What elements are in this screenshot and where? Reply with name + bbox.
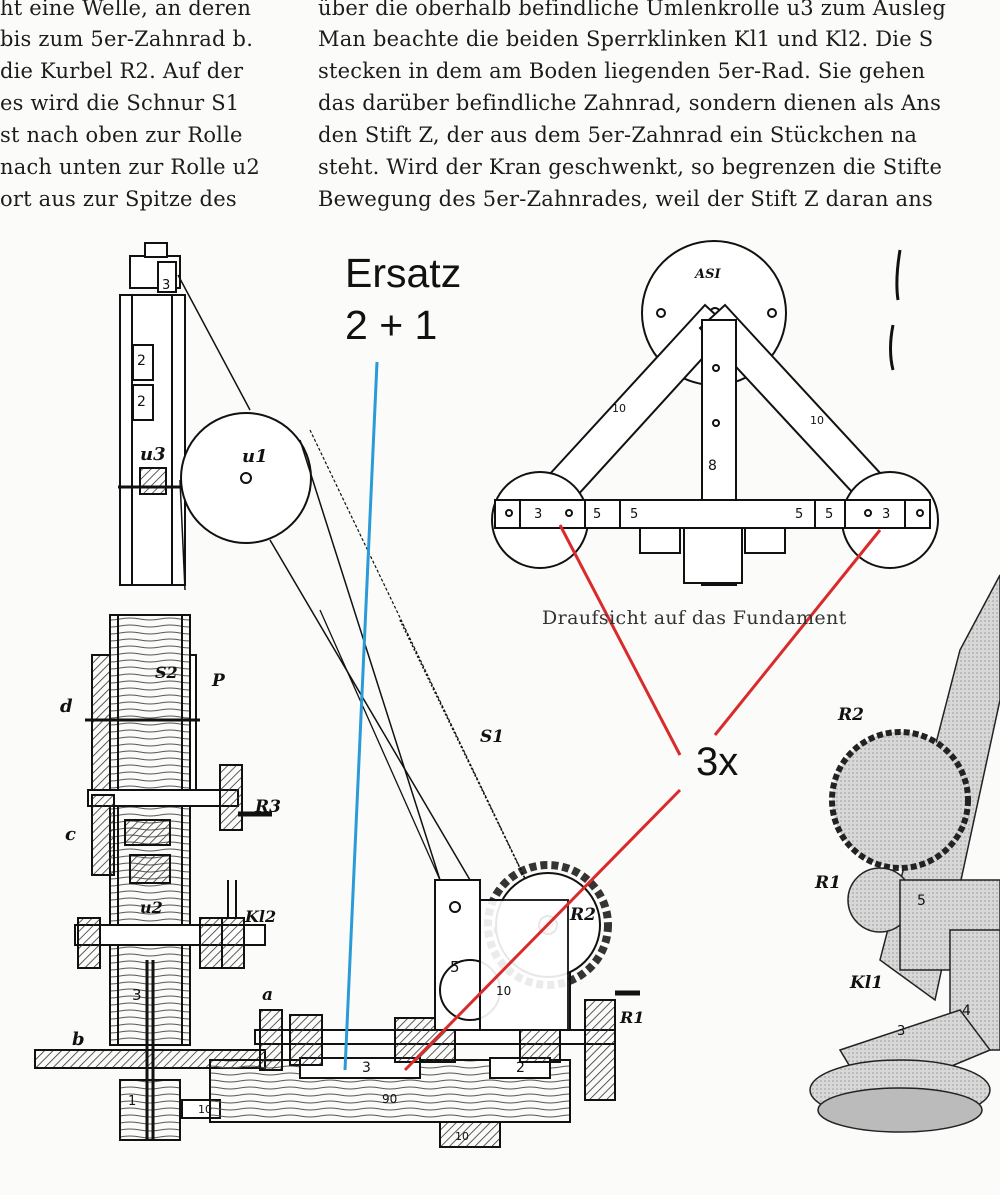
count-pointer-line <box>403 788 682 1072</box>
text-line: ht eine Welle, an deren <box>0 0 252 20</box>
label-u2: u2 <box>140 898 163 917</box>
part-number: 3 <box>362 1060 371 1076</box>
part-number: 10 <box>612 402 626 415</box>
text-line: ort aus zur Spitze des <box>0 187 237 211</box>
label-r1-illustration: R1 <box>814 873 841 893</box>
part-number: 10 <box>455 1130 469 1143</box>
label-r2-illustration: R2 <box>837 705 864 725</box>
part-number: 8 <box>708 458 717 474</box>
count-pointer-line <box>558 524 682 756</box>
label-r3: R3 <box>254 797 281 817</box>
label-r1: R1 <box>619 1008 644 1027</box>
label-s2: S2 <box>155 663 178 682</box>
label-asi: ASI <box>693 267 721 282</box>
text-line: den Stift Z, der aus dem 5er-Zahnrad ein… <box>318 123 918 147</box>
part-number: 3 <box>132 986 142 1004</box>
text-line: Man beachte die beiden Sperrklinken Kl1 … <box>318 27 934 51</box>
text-line: steht. Wird der Kran geschwenkt, so begr… <box>318 155 943 179</box>
side-view-column <box>34 242 640 1148</box>
part-number: 2 <box>137 353 146 369</box>
text-line: bis zum 5er-Zahnrad b. <box>0 27 254 51</box>
part-number: 5 <box>593 507 601 522</box>
drawing-labels: 3 2 2 u3 u1 S2 P d R3 c u2 Kl2 a b S1 R2… <box>60 267 971 1143</box>
part-number: 4 <box>962 1003 971 1019</box>
text-line: Bewegung des 5er-Zahnrades, weil der Sti… <box>318 187 933 211</box>
label-p: P <box>211 671 226 691</box>
label-u3: u3 <box>140 444 166 465</box>
part-number: 2 <box>137 394 146 410</box>
text-line: stecken in dem am Boden liegenden 5er-Ra… <box>318 59 926 83</box>
text-line: st nach oben zur Rolle <box>0 123 243 147</box>
text-line: es wird die Schnur S1 <box>0 91 240 115</box>
part-number: 5 <box>450 958 460 976</box>
label-b: b <box>72 1029 85 1050</box>
part-number: 1 <box>128 1094 136 1109</box>
count-pointer-line <box>713 529 882 736</box>
ersatz-pointer-line <box>343 361 379 1071</box>
count-annotation: 3x <box>696 740 739 784</box>
ersatz-annotation-formula: 2 + 1 <box>345 302 438 348</box>
label-u1: u1 <box>242 446 268 467</box>
part-number: 10 <box>198 1103 212 1116</box>
label-a: a <box>262 985 273 1005</box>
part-number: 5 <box>917 893 926 909</box>
part-number: 3 <box>534 507 542 522</box>
figure-caption: Draufsicht auf das Fundament <box>542 607 847 629</box>
crane-illustration <box>809 574 1000 1133</box>
part-number: 5 <box>630 507 638 522</box>
part-number: 3 <box>882 507 890 522</box>
part-number: 3 <box>162 278 170 293</box>
part-number: 3 <box>897 1024 905 1039</box>
label-s1: S1 <box>480 727 504 747</box>
label-kl1: Kl1 <box>849 973 883 993</box>
label-r2: R2 <box>569 905 596 925</box>
part-number: 5 <box>825 507 833 522</box>
top-view-foundation <box>491 240 939 586</box>
label-d: d <box>60 696 73 717</box>
part-number: 10 <box>496 984 511 998</box>
part-number: 90 <box>382 1092 397 1106</box>
part-number: 10 <box>810 414 824 427</box>
part-number: 5 <box>795 507 803 522</box>
part-number: 2 <box>516 1060 525 1076</box>
text-line: über die oberhalb befindliche Umlenkroll… <box>318 0 946 20</box>
label-kl2: Kl2 <box>244 907 276 926</box>
label-c: c <box>65 824 76 845</box>
text-line: nach unten zur Rolle u2 <box>0 155 260 179</box>
ersatz-annotation-title: Ersatz <box>345 250 462 296</box>
text-line: die Kurbel R2. Auf der <box>0 59 244 83</box>
text-line: das darüber befindliche Zahnrad, sondern… <box>318 91 942 115</box>
annotation-lines <box>343 361 882 1072</box>
